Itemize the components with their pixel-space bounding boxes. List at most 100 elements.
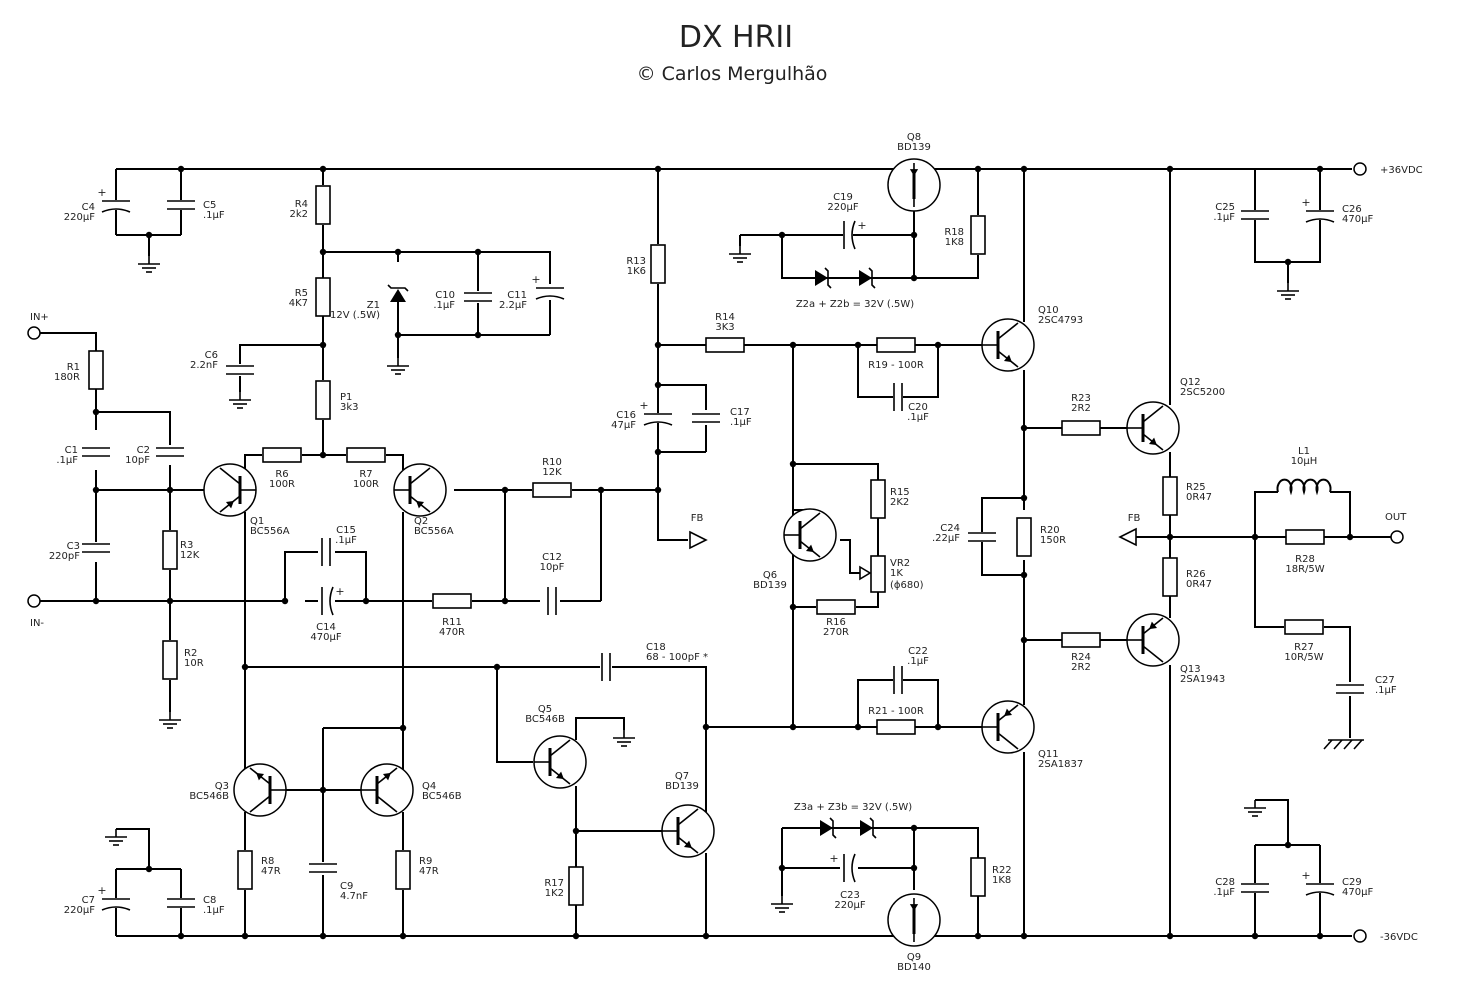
junction-dot bbox=[92, 486, 100, 494]
capacitor-C8: C8.1µF bbox=[165, 895, 225, 916]
junction-dot bbox=[319, 165, 327, 173]
component-label: .1µF bbox=[907, 656, 929, 667]
polarity-mark: + bbox=[97, 186, 106, 199]
wire bbox=[857, 345, 893, 398]
component-label: C28 bbox=[1215, 877, 1235, 888]
zener-label-Z2: Z2a + Z2b = 32V (.5W) bbox=[796, 299, 914, 310]
junction-dot bbox=[854, 723, 862, 731]
component-label: 1K bbox=[890, 568, 903, 579]
component-label: 2R2 bbox=[1071, 662, 1091, 673]
component-label: Q11 bbox=[1038, 749, 1059, 760]
junction-dot bbox=[1251, 533, 1259, 541]
junction-dot bbox=[1020, 636, 1028, 644]
wire bbox=[902, 679, 939, 727]
junction-dot bbox=[934, 341, 942, 349]
component-label: 150R bbox=[1040, 535, 1066, 546]
component-label: C14 bbox=[316, 622, 336, 633]
component-label: IN+ bbox=[30, 312, 49, 323]
component-label: R9 bbox=[419, 856, 432, 867]
junction-dot bbox=[1166, 165, 1174, 173]
wire bbox=[575, 717, 625, 740]
junction-dot bbox=[166, 486, 174, 494]
component-label: 10µH bbox=[1291, 456, 1318, 467]
component-label: Q6 bbox=[763, 570, 777, 581]
component-label: Z2a + Z2b = 32V (.5W) bbox=[796, 299, 914, 310]
component-label: VR2 bbox=[890, 558, 910, 569]
component-label: C11 bbox=[507, 290, 527, 301]
component-label: .1µF bbox=[1375, 685, 1397, 696]
component-label: 2SA1943 bbox=[1180, 674, 1225, 685]
component-label: 2R2 bbox=[1071, 403, 1091, 414]
junction-dot bbox=[241, 932, 249, 940]
junction-dot bbox=[1166, 533, 1174, 541]
junction-dot bbox=[1020, 571, 1028, 579]
component-label: 10R/5W bbox=[1284, 652, 1323, 663]
junction-dot bbox=[319, 248, 327, 256]
component-label: FB bbox=[1128, 513, 1141, 524]
junction-dot bbox=[281, 597, 289, 605]
component-label: C18 bbox=[646, 642, 666, 653]
component-label: 12V (.5W) bbox=[330, 310, 380, 321]
component-label: C1 bbox=[65, 445, 78, 456]
junction-dot bbox=[934, 723, 942, 731]
component-label: 1K8 bbox=[945, 237, 964, 248]
junction-dot bbox=[974, 165, 982, 173]
component-label: BD140 bbox=[897, 962, 931, 973]
component-label: Q12 bbox=[1180, 377, 1201, 388]
component-label: 2SC4793 bbox=[1038, 315, 1083, 326]
junction-dot bbox=[319, 341, 327, 349]
component-label: R1 bbox=[67, 362, 80, 373]
component-label: C24 bbox=[940, 523, 960, 534]
junction-dot bbox=[1284, 258, 1292, 266]
component-label: +36VDC bbox=[1380, 165, 1423, 176]
component-label: R25 bbox=[1186, 482, 1206, 493]
wire bbox=[1324, 626, 1351, 682]
wire bbox=[781, 235, 915, 279]
junction-dot bbox=[654, 165, 662, 173]
ground-symbol bbox=[105, 829, 127, 846]
component-label: Q3 bbox=[215, 781, 229, 792]
capacitor-C10: C10.1µF bbox=[433, 290, 494, 311]
junction-dot bbox=[399, 932, 407, 940]
junction-dot bbox=[319, 786, 327, 794]
wire bbox=[239, 344, 323, 364]
component-label: 18R/5W bbox=[1285, 564, 1324, 575]
junction-dot bbox=[572, 932, 580, 940]
component-label: R6 bbox=[275, 469, 288, 480]
junction-dot bbox=[474, 248, 482, 256]
junction-dot bbox=[1020, 494, 1028, 502]
capacitor-C1: C1.1µF bbox=[56, 445, 112, 466]
chassis-ground-symbol bbox=[1323, 739, 1364, 750]
junction-dot bbox=[1316, 932, 1324, 940]
component-label: .1µF bbox=[1213, 212, 1235, 223]
wire bbox=[793, 463, 879, 480]
junction-dot bbox=[572, 827, 580, 835]
component-label: Q10 bbox=[1038, 305, 1059, 316]
component-label: 100R bbox=[269, 479, 295, 490]
wire bbox=[244, 454, 262, 470]
component-label: C7 bbox=[82, 895, 95, 906]
component-label: C23 bbox=[840, 890, 860, 901]
junction-dot bbox=[394, 248, 402, 256]
component-label: Q1 bbox=[250, 516, 264, 527]
component-label: 220µF bbox=[834, 900, 865, 911]
capacitor-C17: C17.1µF bbox=[690, 407, 752, 428]
component-label: 2k2 bbox=[289, 209, 308, 220]
junction-dot bbox=[501, 486, 509, 494]
component-label: .22µF bbox=[932, 533, 960, 544]
wire bbox=[284, 551, 318, 601]
